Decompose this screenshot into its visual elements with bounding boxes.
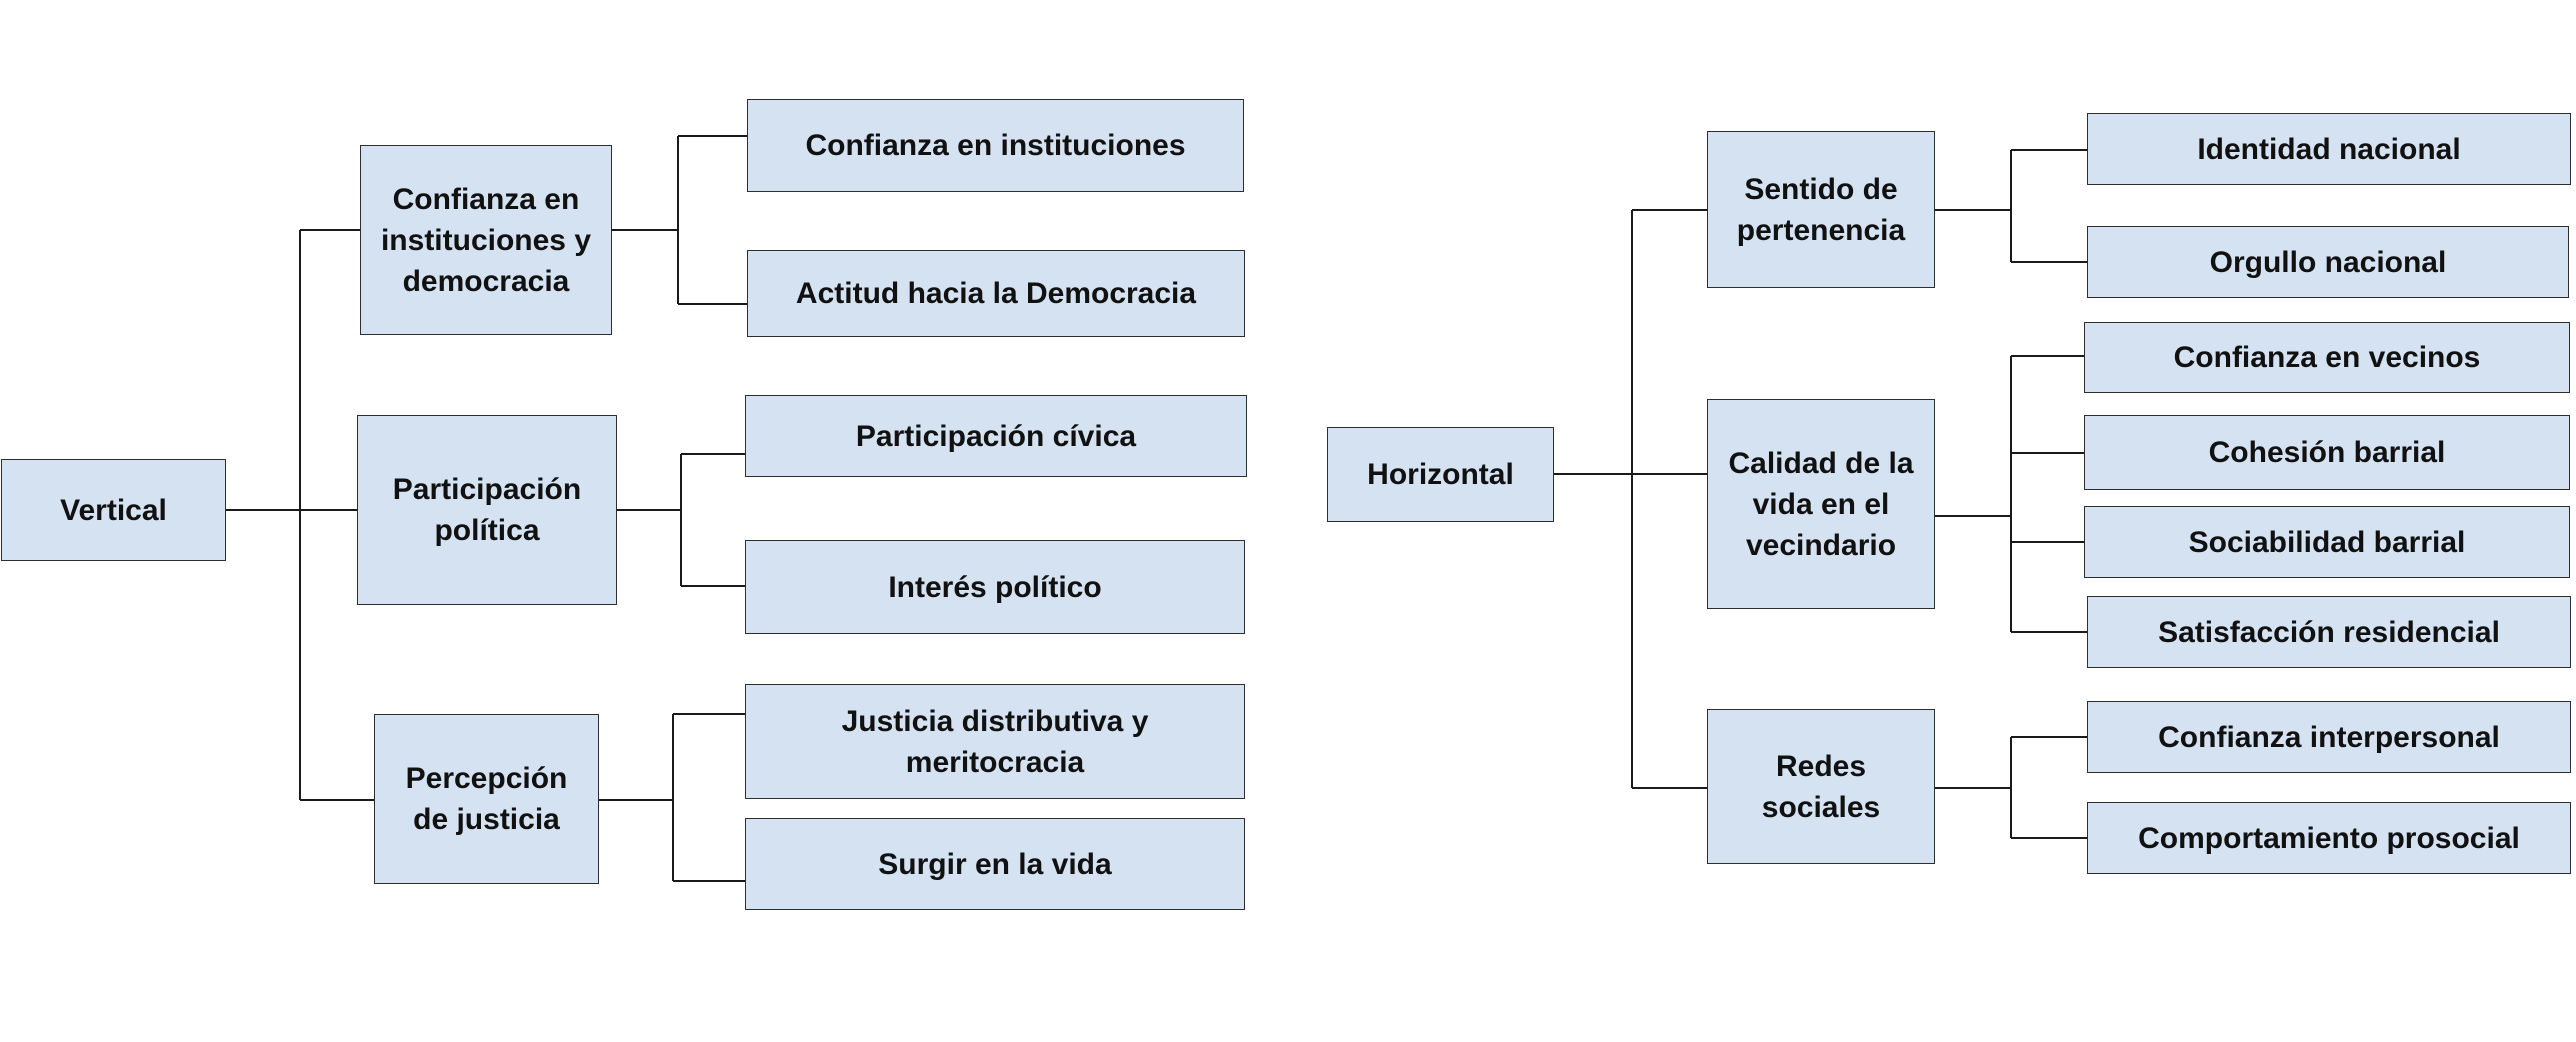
leaf-participacion-civica: Participación cívica (745, 395, 1247, 477)
leaf-satisfaccion-residencial: Satisfacción residencial (2087, 596, 2571, 668)
leaf-confianza-en-instituciones: Confianza en instituciones (747, 99, 1244, 192)
node-redes-sociales: Redes sociales (1707, 709, 1935, 864)
leaf-identidad-nacional: Identidad nacional (2087, 113, 2571, 185)
leaf-sociabilidad-barrial: Sociabilidad barrial (2084, 506, 2570, 578)
node-calidad-vida-vecindario: Calidad de la vida en el vecindario (1707, 399, 1935, 609)
node-confianza-instituciones-democracia: Confianza en instituciones y democracia (360, 145, 612, 335)
leaf-orgullo-nacional: Orgullo nacional (2087, 226, 2569, 298)
leaf-comportamiento-prosocial: Comportamiento prosocial (2087, 802, 2571, 874)
leaf-interes-politico: Interés político (745, 540, 1245, 634)
leaf-confianza-interpersonal: Confianza interpersonal (2087, 701, 2571, 773)
leaf-justicia-distributiva-meritocracia: Justicia distributiva y meritocracia (745, 684, 1245, 799)
leaf-cohesion-barrial: Cohesión barrial (2084, 415, 2570, 490)
node-sentido-de-pertenencia: Sentido de pertenencia (1707, 131, 1935, 288)
leaf-surgir-en-la-vida: Surgir en la vida (745, 818, 1245, 910)
node-participacion-politica: Participación política (357, 415, 617, 605)
root-node-horizontal: Horizontal (1327, 427, 1554, 522)
leaf-confianza-en-vecinos: Confianza en vecinos (2084, 322, 2570, 393)
leaf-actitud-hacia-democracia: Actitud hacia la Democracia (747, 250, 1245, 337)
node-percepcion-de-justicia: Percepción de justicia (374, 714, 599, 884)
root-node-vertical: Vertical (1, 459, 226, 561)
